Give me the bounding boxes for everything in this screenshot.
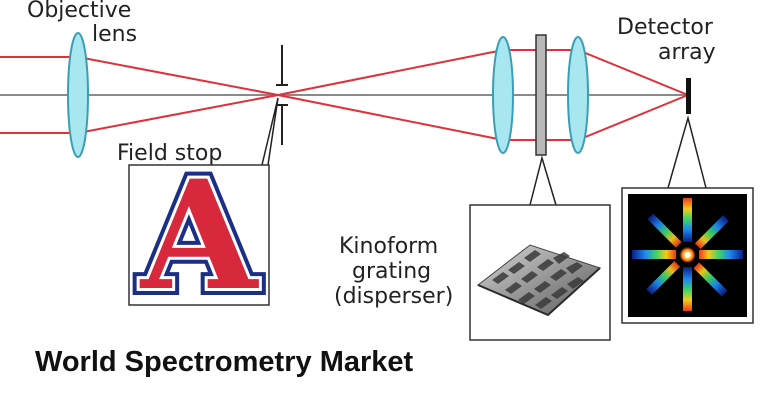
objective-label-line1: Objective	[27, 0, 132, 23]
field-stop-label: Field stop	[117, 141, 223, 166]
field-stop-inset-box	[128, 164, 270, 306]
detector-callout	[667, 115, 707, 189]
detector-label-line2: array	[658, 40, 716, 65]
kinoform-label-line3: (disperser)	[334, 284, 454, 309]
ray-diverge-top	[277, 49, 504, 96]
kinoform-label-line2: grating	[352, 259, 432, 284]
detector-spectra	[632, 198, 743, 311]
university-logo-icon: A A A	[132, 141, 267, 331]
field-stop-callout	[261, 97, 279, 166]
ray-focus-bottom	[577, 94, 689, 141]
focusing-lens-icon	[567, 36, 589, 154]
detector-label-line1: Detector	[617, 15, 713, 40]
ray-converge-top	[77, 56, 279, 96]
grating-callout	[529, 155, 557, 206]
kinoform-grating-plate	[535, 34, 547, 156]
footer-title: World Spectrometry Market	[35, 346, 414, 378]
objective-label-line2: lens	[92, 22, 138, 47]
detector-array-icon	[686, 78, 691, 114]
logo-glyph-white: A	[139, 148, 260, 324]
ray-focus-top	[577, 49, 689, 96]
collimating-lens-icon	[492, 36, 514, 154]
ray-diverge-bottom	[277, 94, 504, 141]
kinoform-surface-icon	[477, 244, 601, 317]
objective-lens-icon	[67, 32, 89, 158]
logo-glyph-outline: A	[139, 148, 260, 324]
kinoform-label-line1: Kinoform	[339, 234, 439, 259]
logo-glyph-red: A	[139, 148, 260, 324]
field-stop-icon	[276, 45, 288, 145]
ray-converge-bottom	[77, 94, 279, 134]
